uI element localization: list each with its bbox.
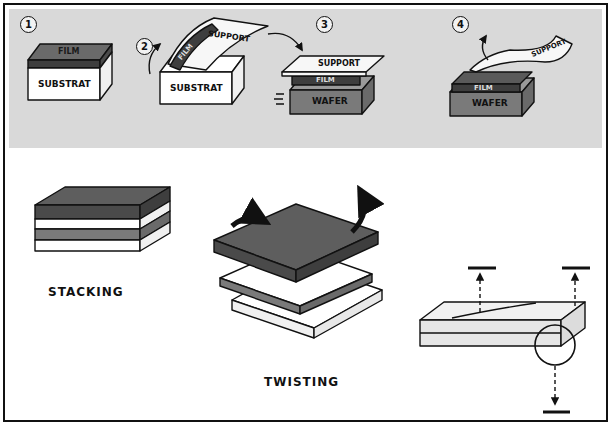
part-label: SUPPORT: [318, 60, 360, 68]
part-label: SUBSTRAT: [38, 80, 91, 89]
part-label: WAFER: [312, 97, 348, 106]
callout-number: 2: [136, 38, 153, 55]
step-3-transfer: [268, 33, 384, 114]
step-4-release: [450, 36, 572, 116]
step-panel: [9, 9, 602, 148]
callout-number: 3: [316, 16, 333, 33]
callout-number: 4: [452, 16, 469, 33]
part-label: WAFER: [472, 99, 508, 108]
callout-number: 1: [20, 16, 37, 33]
part-label: FILM: [316, 77, 335, 84]
outer-frame: [4, 4, 607, 421]
step-1-stack: [28, 44, 112, 100]
step-2-peel: [149, 18, 268, 104]
twisting-layers: [214, 190, 382, 338]
step-caption: STACKING: [48, 286, 124, 298]
part-label: FILM: [58, 48, 80, 56]
step-caption: TWISTING: [264, 376, 339, 388]
stacking-layers: [35, 187, 170, 251]
measured-slab: [420, 268, 590, 412]
part-label: SUBSTRAT: [170, 84, 223, 93]
part-label: FILM: [474, 85, 493, 92]
